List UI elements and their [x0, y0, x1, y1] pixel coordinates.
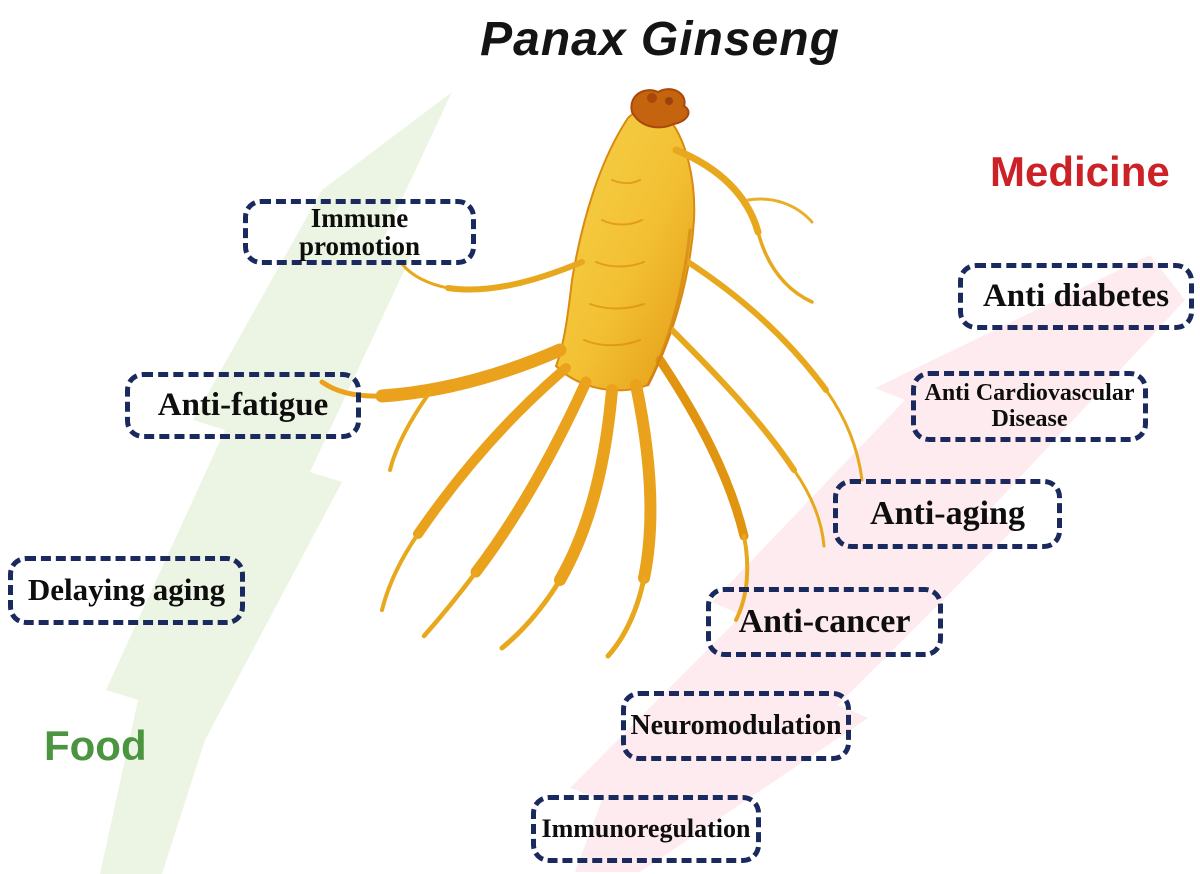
box-label: Anti diabetes	[982, 278, 1170, 315]
box-label: Anti Cardiovascular Disease	[924, 380, 1135, 432]
box-label: Neuromodulation	[630, 710, 842, 742]
box-anti-fatigue: Anti-fatigue	[125, 372, 361, 439]
box-label: Immune promotion	[298, 202, 420, 261]
box-immunoregulation: Immunoregulation	[531, 795, 761, 863]
box-anti-aging: Anti-aging	[833, 479, 1062, 549]
box-label: Anti-aging	[870, 495, 1025, 533]
food-arrow-icon	[100, 92, 452, 874]
ginseng-root-illustration	[319, 88, 864, 659]
box-anti-diabetes: Anti diabetes	[958, 263, 1194, 330]
food-category-label: Food	[44, 722, 147, 769]
box-label: Anti-fatigue	[157, 387, 329, 424]
medicine-category-label: Medicine	[990, 148, 1170, 195]
box-neuromodulation: Neuromodulation	[621, 691, 851, 761]
box-immune-promotion: Immune promotion	[243, 199, 476, 265]
box-label: Immunoregulation	[541, 814, 751, 844]
box-label: Delaying aging	[27, 572, 226, 608]
page-title: Panax Ginseng	[480, 13, 840, 66]
box-delaying-aging: Delaying aging	[8, 556, 245, 625]
box-anti-cardiovascular-disease: Anti Cardiovascular Disease	[911, 371, 1148, 442]
box-anti-cancer: Anti-cancer	[706, 587, 943, 657]
medicine-arrow-icon	[570, 255, 1185, 872]
box-label: Anti-cancer	[738, 603, 911, 641]
